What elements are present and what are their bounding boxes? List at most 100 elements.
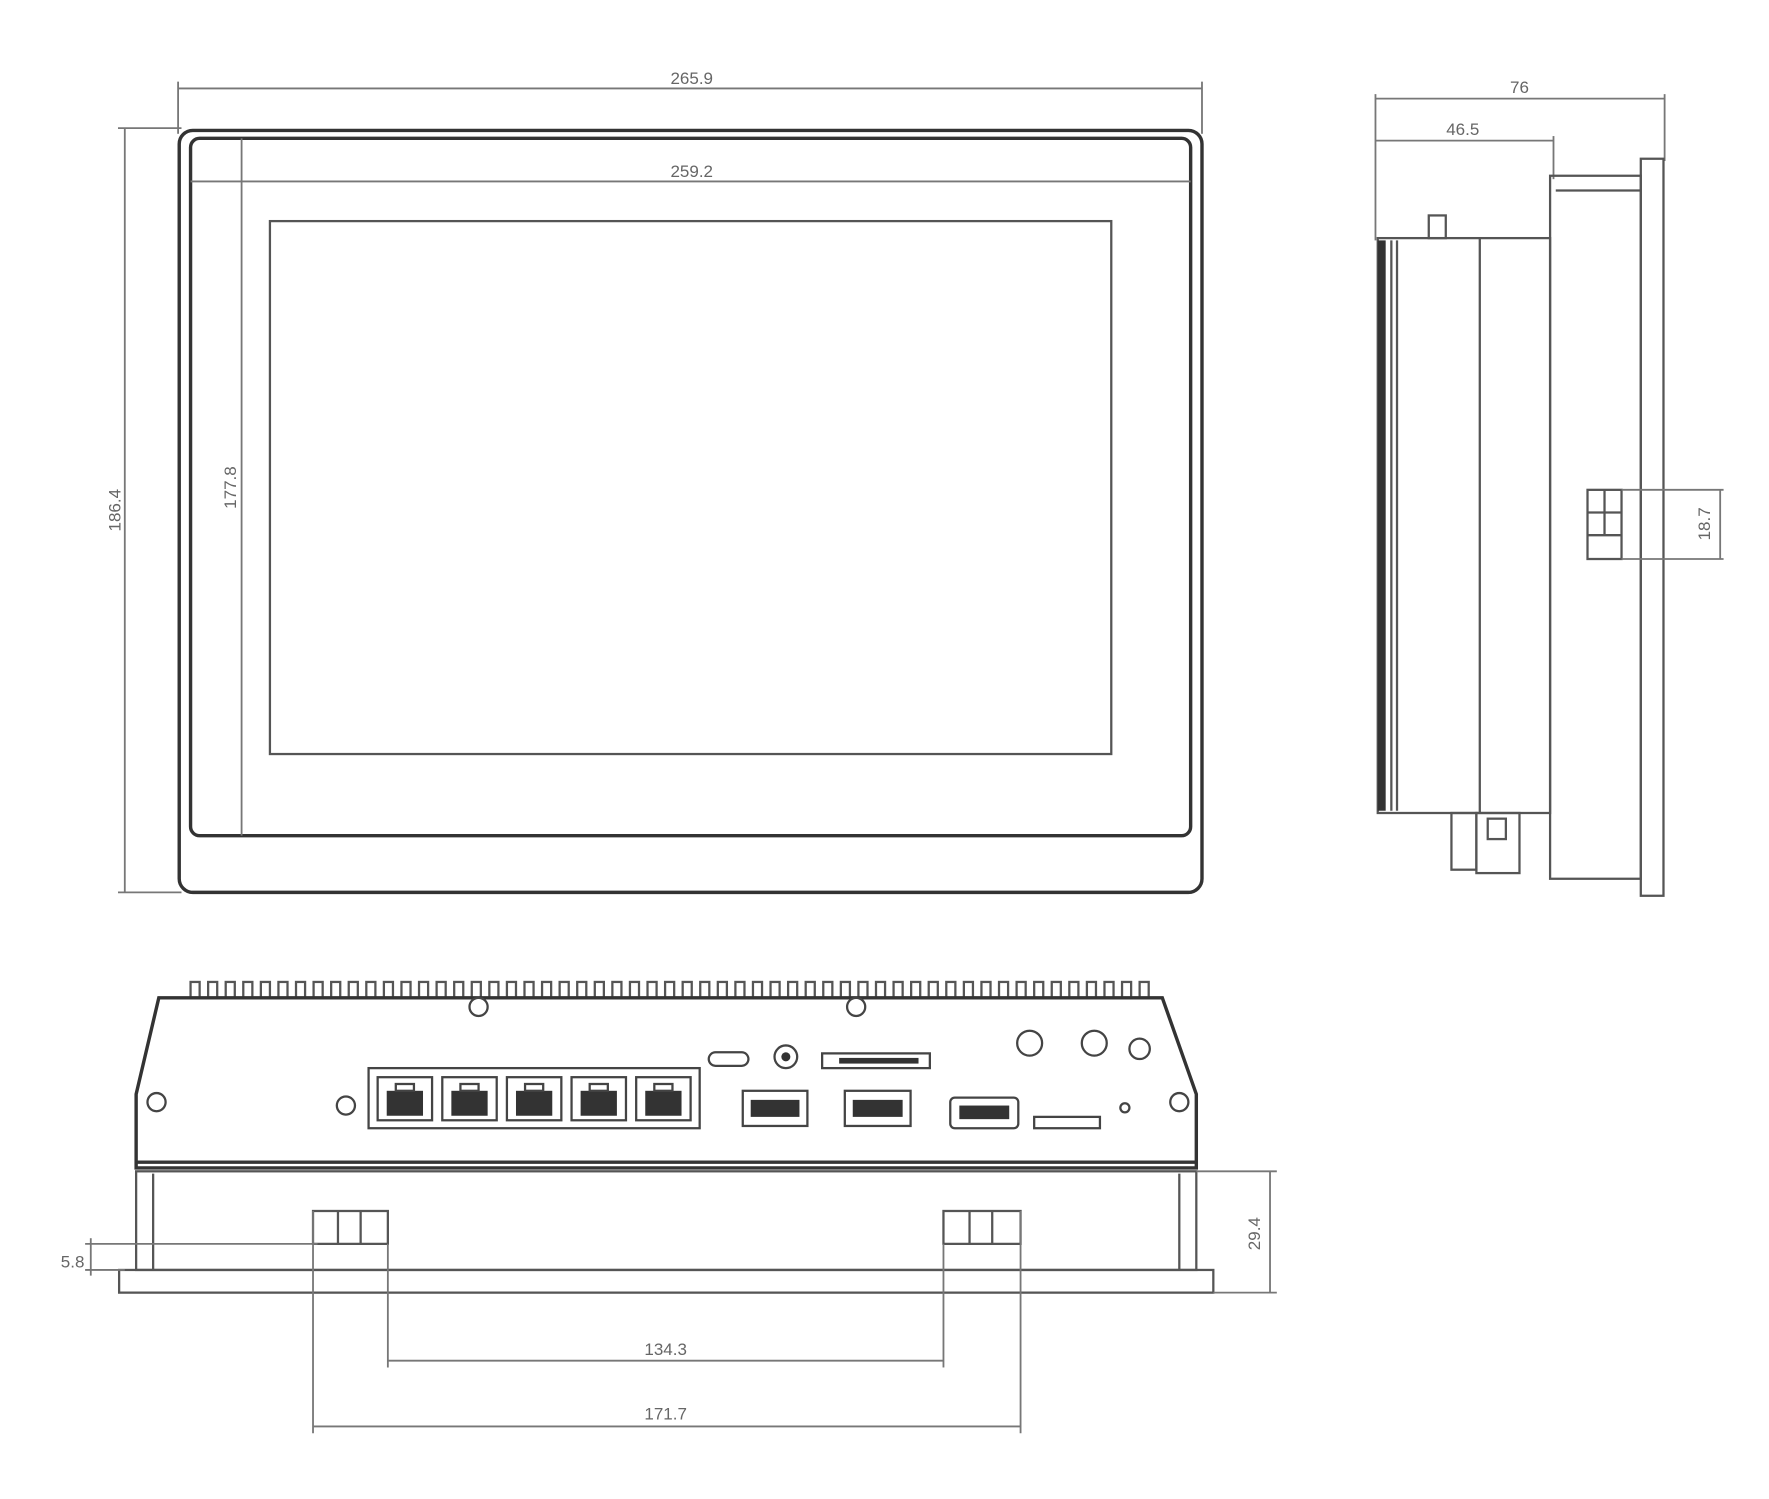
fin	[523, 980, 535, 999]
fin	[453, 980, 465, 999]
heatsink-fins	[189, 980, 1150, 999]
fin	[980, 980, 992, 999]
flange-bottom	[135, 1170, 1198, 1272]
bottom-connector	[1486, 817, 1508, 841]
fin	[945, 980, 957, 999]
sim-slot-opening	[839, 1057, 919, 1064]
bezel-inner-outline	[188, 136, 1193, 838]
fin	[435, 980, 447, 999]
screws	[146, 996, 1190, 1116]
screw-icon	[1128, 1037, 1151, 1061]
fin	[1050, 980, 1062, 999]
rj45-ports	[376, 1076, 692, 1122]
fin	[242, 980, 254, 999]
hdmi-opening	[959, 1105, 1010, 1120]
dim-overall-depth: 76	[1510, 78, 1529, 97]
fin	[330, 980, 342, 999]
clamp-body	[311, 1209, 389, 1246]
fin	[663, 980, 676, 999]
fin	[892, 980, 904, 999]
fin	[540, 980, 553, 999]
audio-jack-hole	[781, 1052, 791, 1062]
screw-icon	[1169, 1091, 1190, 1113]
fin	[224, 980, 236, 999]
usb-a-tongue	[750, 1099, 800, 1117]
mounting-clamp	[942, 1209, 1022, 1246]
rj45-opening	[515, 1090, 553, 1116]
screw-icon	[146, 1091, 167, 1113]
fin	[1033, 980, 1045, 999]
housing-bottom	[134, 996, 1199, 1170]
rj45-port	[570, 1076, 628, 1122]
fin	[259, 980, 272, 999]
display-area	[268, 219, 1113, 756]
rj45-latch	[588, 1082, 609, 1092]
fin	[347, 980, 359, 999]
led-indicator	[1119, 1102, 1131, 1114]
dim-bezel-thickness: 5.8	[61, 1253, 85, 1272]
rj45-port	[376, 1076, 434, 1122]
dim-flange-depth: 29.4	[1245, 1217, 1264, 1250]
rj45-port	[505, 1076, 563, 1122]
dim-cutout-height: 177.8	[221, 466, 240, 509]
fin	[646, 980, 658, 999]
fin	[312, 980, 324, 999]
fin	[365, 980, 377, 999]
dim-overall-height: 186.4	[105, 489, 124, 532]
bottom-view: 134.3 171.7 29.4 5.8	[61, 980, 1277, 1434]
fin	[488, 980, 500, 999]
rj45-latch	[523, 1082, 545, 1092]
mounting-clamp	[311, 1209, 389, 1246]
rj45-port	[635, 1076, 692, 1122]
fin	[382, 980, 395, 999]
fin	[1138, 980, 1150, 999]
rj45-latch	[459, 1082, 480, 1092]
fin	[962, 980, 975, 999]
fin	[1068, 980, 1080, 999]
fin	[400, 980, 412, 999]
usb-c-port	[707, 1051, 750, 1067]
dim-overall-width: 265.9	[670, 69, 713, 88]
fin	[1103, 980, 1115, 999]
fin	[786, 980, 799, 999]
fin	[628, 980, 641, 999]
heatsink-edge	[1377, 240, 1386, 811]
fin	[207, 980, 219, 999]
rj45-opening	[451, 1090, 488, 1116]
fin	[505, 980, 518, 999]
screw-icon	[468, 996, 489, 1018]
fin	[927, 980, 939, 999]
fin	[716, 980, 729, 999]
front-plate-bottom	[117, 1268, 1215, 1294]
fin	[874, 980, 887, 999]
screw-icon	[845, 996, 867, 1018]
button-icon	[1080, 1029, 1108, 1057]
bezel-outline	[177, 128, 1204, 895]
fin	[189, 980, 201, 999]
dim-body-depth: 46.5	[1446, 120, 1479, 139]
housing-side	[1376, 236, 1552, 815]
fin	[576, 980, 588, 999]
dim-clamp-outer-spacing: 171.7	[644, 1405, 687, 1424]
flange-side	[1548, 174, 1642, 880]
fin	[417, 980, 430, 999]
fin	[277, 980, 289, 999]
fin	[699, 980, 711, 999]
fin	[558, 980, 570, 999]
fin	[769, 980, 781, 999]
fin	[470, 980, 482, 999]
bottom-connector	[1475, 811, 1521, 875]
fin	[681, 980, 693, 999]
rj45-opening	[645, 1090, 682, 1116]
fin	[804, 980, 816, 999]
rj45-opening	[580, 1090, 617, 1116]
front-view: 265.9 259.2 177.8 186.4	[105, 69, 1204, 895]
fin	[734, 980, 746, 999]
fin	[611, 980, 623, 999]
fin	[1120, 980, 1133, 999]
fin	[294, 980, 307, 999]
fin	[1085, 980, 1098, 999]
top-connector	[1427, 214, 1447, 240]
fin	[910, 980, 922, 999]
fin	[822, 980, 834, 999]
